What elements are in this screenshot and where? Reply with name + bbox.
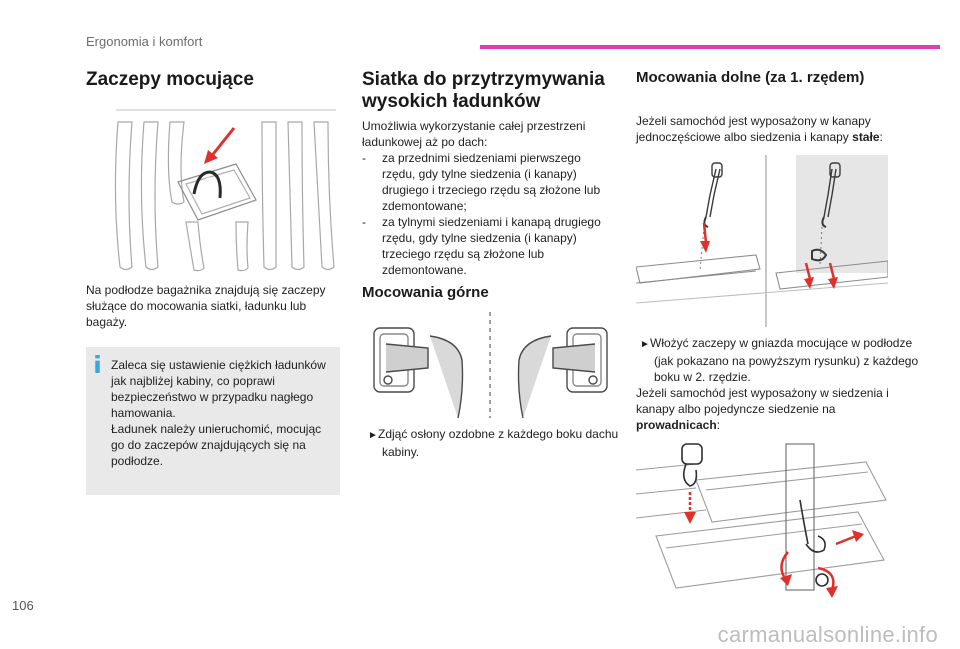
lower-anchors-fixed-illustration <box>636 155 888 327</box>
bullet-icon: ► <box>640 339 650 350</box>
col3-title: Mocowania dolne (za 1. rzędem) <box>636 69 865 86</box>
col3-p2-text: Jeżeli samochód jest wyposażony w siedze… <box>636 386 889 416</box>
col2-instruction: ►Zdjąć osłony ozdobne z każdego boku dac… <box>368 426 622 460</box>
col3-p1: Jeżeli samochód jest wyposażony w kanapy… <box>636 113 916 145</box>
lower-anchors-rails-illustration <box>636 443 887 598</box>
col3-p1-text: Jeżeli samochód jest wyposażony w kanapy… <box>636 114 871 144</box>
col3-p1-end: : <box>879 130 883 144</box>
info-note-text: Zaleca się ustawienie ciężkich ładunków … <box>111 358 326 468</box>
col3-instruction: ►Włożyć zaczepy w gniazda mocujące w pod… <box>636 335 926 385</box>
col2-instruction-text: Zdjąć osłony ozdobne z każdego boku dach… <box>378 427 619 459</box>
upper-anchors-illustration <box>373 312 608 419</box>
accent-bar <box>480 45 940 49</box>
bullet-icon: ► <box>368 430 378 441</box>
col2-intro: Umożliwia wykorzystanie całej przestrzen… <box>362 119 586 149</box>
col2-title: Siatka do przytrzymywania wysokich ładun… <box>362 69 605 112</box>
page-number: 106 <box>12 598 34 613</box>
col3-instruction-text: Włożyć zaczepy w gniazda mocujące w podł… <box>650 336 919 384</box>
col3-p1-bold: stałe <box>852 130 880 144</box>
list-item-text: za tylnymi siedzeniami i kanapą drugiego… <box>382 215 601 277</box>
col2-list: - za przednimi siedzeniami pierwszego rzę… <box>362 150 612 278</box>
col1-paragraph: Na podłodze bagażnika znajdują się zacze… <box>86 283 326 329</box>
list-item: - za przednimi siedzeniami pierwszego rzę… <box>362 150 612 214</box>
list-dash: - <box>362 151 366 165</box>
list-dash: - <box>362 215 366 229</box>
list-item-text: za przednimi siedzeniami pierwszego rzęd… <box>382 151 601 213</box>
col2-subtitle: Mocowania górne <box>362 284 489 301</box>
section-title: Ergonomia i komfort <box>86 34 203 49</box>
anchor-floor-illustration <box>114 109 336 272</box>
col3-p2-bold: prowadnicach <box>636 418 717 432</box>
info-note: Zaleca się ustawienie ciężkich ładunków … <box>86 347 340 495</box>
col3-p2-end: : <box>716 418 721 432</box>
col3-p2: Jeżeli samochód jest wyposażony w siedze… <box>636 385 908 433</box>
footer-watermark: carmanualsonline.info <box>717 622 938 647</box>
list-item: - za tylnymi siedzeniami i kanapą drugieg… <box>362 214 612 278</box>
col1-title: Zaczepy mocujące <box>86 69 254 90</box>
info-icon <box>95 355 100 373</box>
